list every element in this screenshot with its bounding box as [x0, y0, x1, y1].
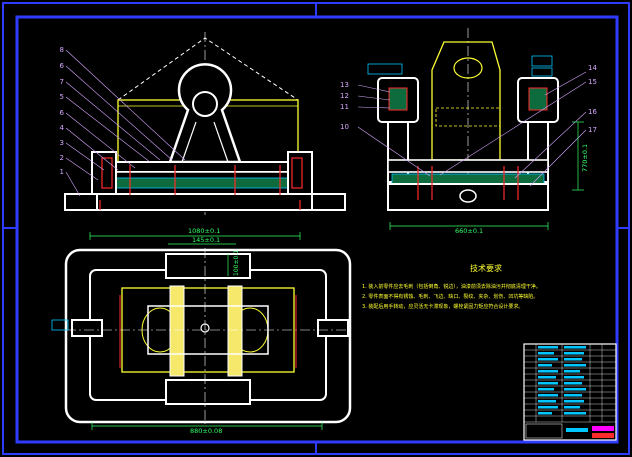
front-leader-6b: 6: [60, 109, 65, 117]
dim-plan-small: 100±0.1: [233, 250, 240, 276]
tech-req-note-3: 3. 装配后用手转动，应灵活无卡滞现象，螺栓紧固力矩应符合设计要求。: [362, 303, 523, 310]
bearing-bore: [192, 91, 218, 117]
front-leader-4: 4: [60, 124, 65, 132]
side-datum-labels: [367, 55, 553, 77]
front-leader-8: 8: [60, 46, 64, 54]
dim-front-inner: 145±0.1: [192, 236, 220, 244]
tech-req-note-2: 2. 零件表面不得有锈蚀、毛刺、飞边、缺口、裂纹、夹杂、划伤、凹坑等缺陷。: [362, 293, 538, 300]
side-leader-11: 11: [340, 103, 349, 111]
technical-requirements: 技术要求 1. 装入前零件应去毛刺（包括倒角、锐边），油漆前须去除油污并彻底清理…: [362, 263, 541, 310]
front-leader-5: 5: [60, 93, 64, 101]
plan-outline: [64, 248, 352, 424]
tech-req-note-1: 1. 装入前零件应去毛刺（包括倒角、锐边），油漆前须去除油污并彻底清理干净。: [362, 283, 541, 290]
tech-req-title: 技术要求: [470, 263, 502, 273]
front-view: 8 6 7 5 6 4 3 2 1: [60, 32, 346, 215]
front-dimensions: [89, 222, 549, 245]
side-leader-12: 12: [340, 92, 349, 100]
dim-plan-width: 880±0.08: [190, 427, 222, 435]
side-base: [387, 159, 549, 173]
center-casting: [431, 41, 501, 161]
plan-view: 880±0.08 100±0.1: [51, 248, 352, 435]
front-leader-3: 3: [60, 139, 64, 147]
side-leader-14: 14: [588, 64, 597, 72]
side-leader-17: 17: [588, 126, 597, 134]
side-leader-16: 16: [588, 108, 597, 116]
base-plate: [97, 161, 299, 173]
dim-front-total: 1080±0.1: [188, 227, 220, 235]
front-leader-6: 6: [60, 62, 65, 70]
side-leader-13: 13: [340, 81, 349, 89]
dim-side-width: 660±0.1: [455, 227, 483, 235]
front-leader-2: 2: [60, 154, 64, 162]
front-leader-1: 1: [60, 168, 64, 176]
dim-side-height: 770±0.1: [581, 144, 589, 172]
side-leader-10: 10: [340, 123, 349, 131]
side-leader-15: 15: [588, 78, 597, 86]
front-leader-7: 7: [60, 78, 64, 86]
side-view: 13 12 11 10 14 15 16 17 770±0.1: [340, 28, 597, 211]
title-block: [523, 343, 617, 441]
